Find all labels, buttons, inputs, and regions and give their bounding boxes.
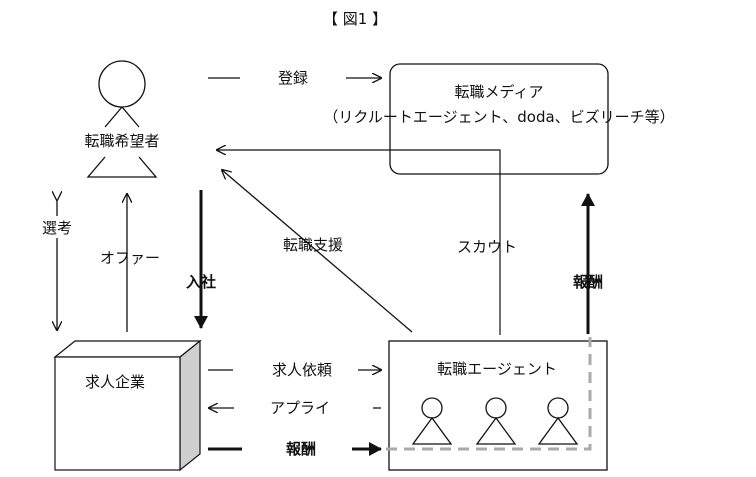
offer-label: オファー xyxy=(100,249,160,267)
support-arrow xyxy=(222,170,413,333)
register-label: 登録 xyxy=(278,69,308,87)
scout-label: スカウト xyxy=(457,238,517,256)
media-examples: （リクルートエージェント、doda、ビズリーチ等） xyxy=(323,108,674,126)
reward-agent-label: 報酬 xyxy=(286,440,316,458)
agent-person-icon xyxy=(475,397,517,445)
support-label: 転職支援 xyxy=(283,236,343,254)
reward-route-dashed xyxy=(386,337,592,451)
agent-label: 転職エージェント xyxy=(437,360,557,378)
scout-arrow xyxy=(217,150,501,335)
job-request-label: 求人依頼 xyxy=(272,361,332,379)
apply-label: アプライ xyxy=(270,399,330,417)
company-box xyxy=(53,339,202,472)
job-seeker-label: 転職希望者 xyxy=(84,132,159,150)
agent-person-icon xyxy=(537,397,579,445)
figure-title: 【 図1 】 xyxy=(323,10,387,28)
company-label: 求人企業 xyxy=(85,373,145,391)
media-box xyxy=(389,63,609,175)
agent-person-icon xyxy=(411,397,453,445)
join-label: 入社 xyxy=(186,273,216,291)
reward-media-label: 報酬 xyxy=(573,273,603,291)
media-title: 転職メディア xyxy=(455,83,544,101)
selection-label: 選考 xyxy=(42,219,72,237)
job-seeker-icon xyxy=(86,60,158,178)
